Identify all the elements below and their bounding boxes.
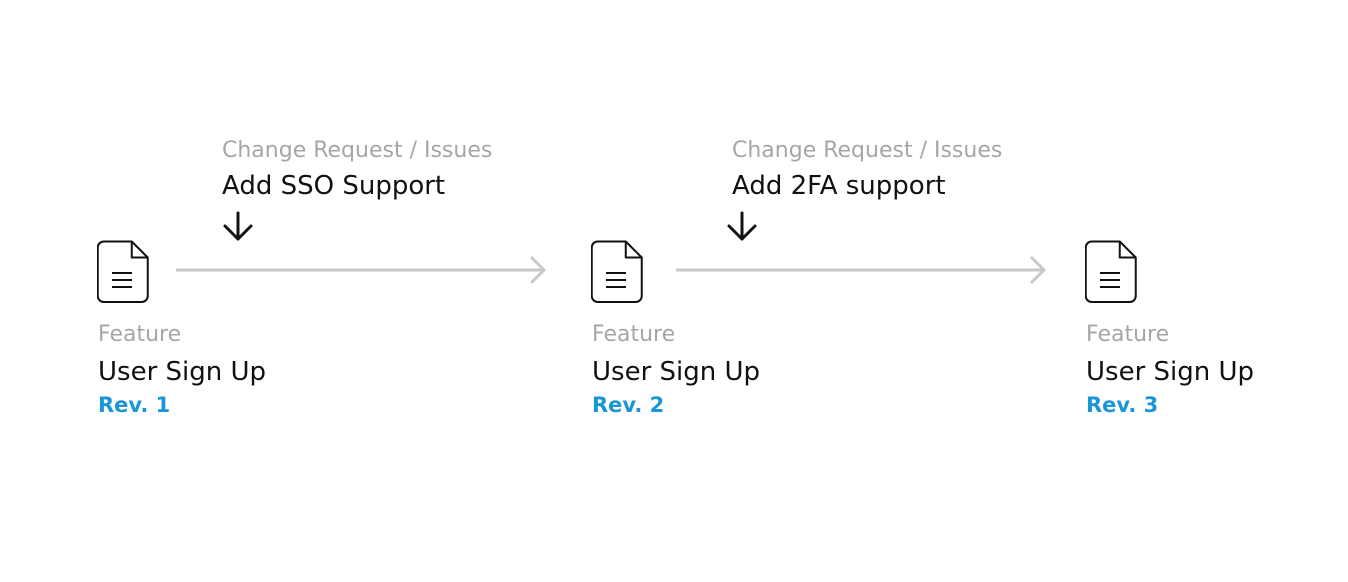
node-revision: Rev. 3 [1086, 393, 1159, 417]
node-name: User Sign Up [1086, 357, 1255, 387]
node-name: User Sign Up [98, 357, 267, 387]
feature-node-rev-3: Feature User Sign Up Rev. 3 [1085, 240, 1325, 430]
node-type-label: Feature [1086, 322, 1170, 347]
node-type-label: Feature [98, 322, 182, 347]
connector-arrow-1 [176, 256, 546, 284]
change-request-label: Change Request / Issues [732, 138, 1003, 163]
node-revision: Rev. 2 [592, 393, 665, 417]
node-revision: Rev. 1 [98, 393, 171, 417]
change-request-title: Add 2FA support [732, 171, 946, 201]
document-icon [591, 240, 643, 303]
connector-arrow-2 [676, 256, 1046, 284]
arrow-down-icon [727, 211, 757, 241]
arrow-down-icon [223, 211, 253, 241]
document-icon [97, 240, 149, 303]
change-request-title: Add SSO Support [222, 171, 446, 201]
document-icon [1085, 240, 1137, 303]
feature-node-rev-1: Feature User Sign Up Rev. 1 [97, 240, 337, 430]
arrow-right-icon [1030, 256, 1046, 284]
feature-node-rev-2: Feature User Sign Up Rev. 2 [591, 240, 831, 430]
arrow-right-icon [530, 256, 546, 284]
node-name: User Sign Up [592, 357, 761, 387]
change-request-label: Change Request / Issues [222, 138, 493, 163]
change-request-2: Change Request / Issues Add 2FA support [727, 137, 1052, 247]
change-request-1: Change Request / Issues Add SSO Support [222, 137, 542, 247]
node-type-label: Feature [592, 322, 676, 347]
